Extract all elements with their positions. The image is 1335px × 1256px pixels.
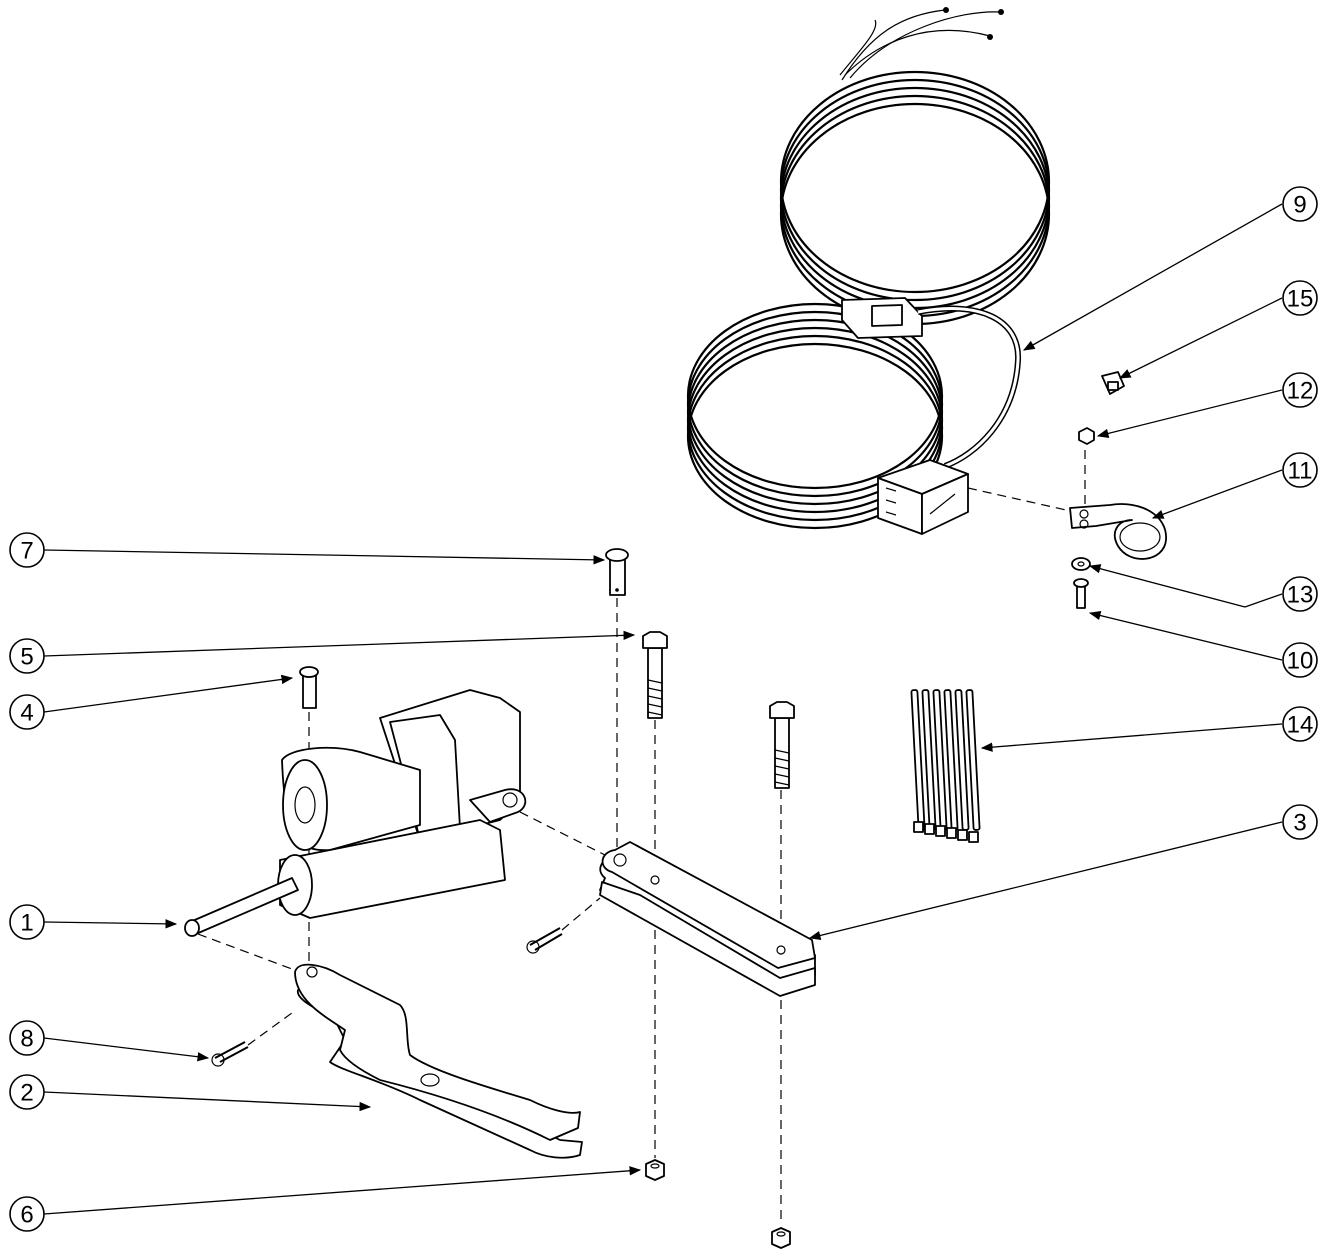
callout-balloon-4: 4 — [9, 694, 45, 730]
part-4-clevis-pin — [299, 666, 319, 709]
part-14-cable-ties — [910, 689, 981, 843]
part-11-pipe-clamp — [1069, 503, 1167, 560]
callout-label: 14 — [1287, 712, 1314, 739]
callout-label: 3 — [1293, 810, 1306, 837]
part-6-hex-nut — [645, 1159, 665, 1181]
part-1-linear-actuator — [184, 689, 527, 937]
callout-balloon-15: 15 — [1282, 280, 1318, 316]
part-15-connector — [1101, 371, 1125, 395]
callout-label: 12 — [1287, 378, 1314, 405]
part-8-hairpin-clip — [211, 1041, 249, 1067]
hairpin-clip — [526, 927, 563, 954]
callout-label: 2 — [20, 1080, 33, 1107]
callout-balloon-13: 13 — [1282, 576, 1318, 612]
callout-balloon-6: 6 — [9, 1196, 45, 1232]
part-10-screw — [1073, 578, 1089, 609]
callout-label: 11 — [1288, 458, 1313, 485]
callout-label: 7 — [20, 538, 33, 565]
callout-balloon-3: 3 — [1282, 804, 1318, 840]
part-7-clevis-pin — [605, 548, 629, 596]
callout-balloon-9: 9 — [1282, 186, 1318, 222]
callout-label: 6 — [20, 1202, 33, 1229]
callout-balloon-11: 11 — [1282, 452, 1318, 488]
callout-balloon-8: 8 — [9, 1020, 45, 1056]
callout-label: 5 — [20, 644, 33, 671]
part-13-washer — [1071, 557, 1091, 571]
pendant-switch — [877, 459, 969, 535]
cable-wire-leads — [839, 7, 1004, 81]
long-hex-bolt — [769, 701, 795, 789]
callout-label: 10 — [1287, 648, 1314, 675]
callout-balloon-14: 14 — [1282, 706, 1318, 742]
callout-label: 1 — [20, 910, 33, 937]
leader-lines — [43, 203, 1283, 1215]
part-5-hex-bolt — [642, 631, 668, 719]
callout-balloon-2: 2 — [9, 1074, 45, 1110]
callout-label: 15 — [1287, 286, 1314, 313]
part-12-nut — [1078, 427, 1095, 445]
upper-cable-coil — [779, 70, 1051, 326]
lower-cable-coil — [686, 302, 944, 530]
hex-nut — [771, 1227, 791, 1249]
callout-label: 4 — [20, 700, 33, 727]
callout-balloon-10: 10 — [1282, 642, 1318, 678]
callout-balloon-12: 12 — [1282, 372, 1318, 408]
callout-label: 9 — [1293, 192, 1306, 219]
callout-balloon-1: 1 — [9, 904, 45, 940]
part-3-flat-bar-bracket — [599, 841, 816, 997]
cable-coil-assembly — [686, 7, 1051, 535]
callout-balloon-7: 7 — [9, 532, 45, 568]
callout-balloon-5: 5 — [9, 638, 45, 674]
cable-clip-block — [841, 297, 923, 339]
callout-label: 8 — [20, 1026, 33, 1053]
part-2-lever-bracket — [294, 963, 583, 1159]
cable-loop — [917, 305, 1022, 469]
callout-label: 13 — [1287, 582, 1314, 609]
